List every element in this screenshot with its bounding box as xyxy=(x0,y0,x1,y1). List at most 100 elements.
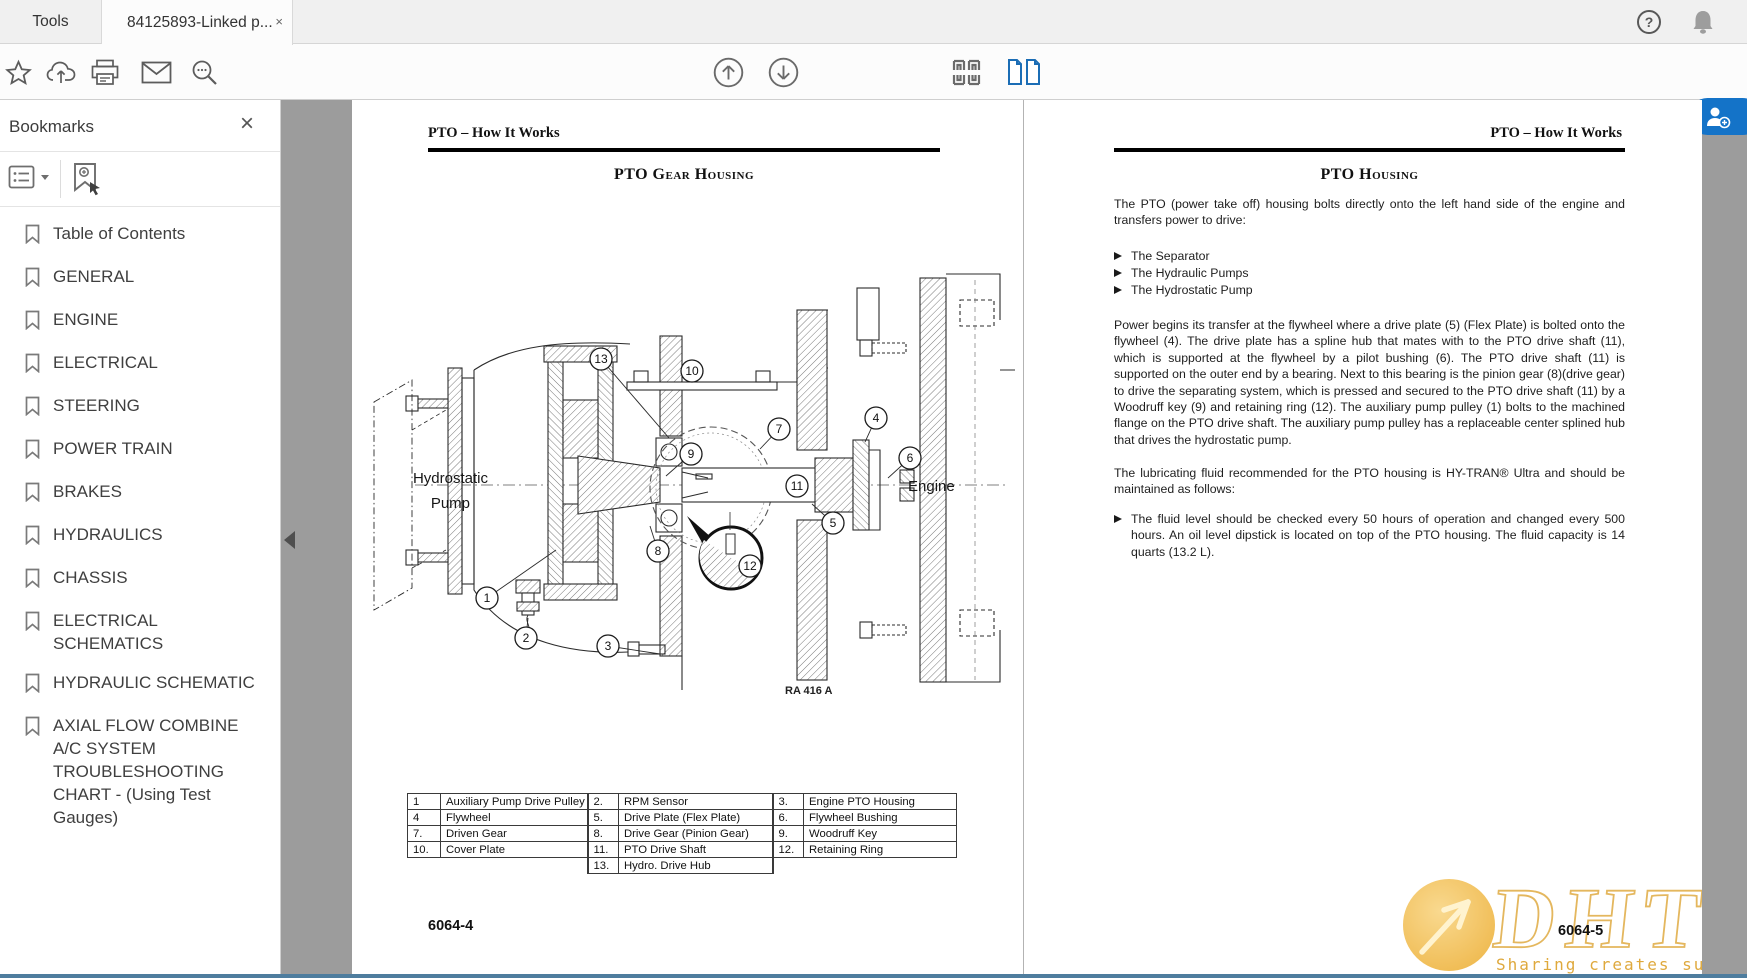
parts-table-cell: 3. xyxy=(773,794,804,810)
bookmark-item[interactable]: ELECTRICAL xyxy=(25,351,270,378)
callout-number: 7 xyxy=(776,422,783,436)
hydrostatic-pump-label-line1: Hydrostatic xyxy=(413,470,489,487)
bookmark-item[interactable]: HYDRAULICS xyxy=(25,523,270,550)
bookmark-item[interactable]: CHASSIS xyxy=(25,566,270,593)
bookmark-item[interactable]: GENERAL xyxy=(25,265,270,292)
bookmark-icon xyxy=(25,265,40,292)
callout-number: 8 xyxy=(655,544,662,558)
parts-table-cell: 11. xyxy=(588,842,619,858)
bookmark-icon xyxy=(25,609,40,655)
bookmark-label: Table of Contents xyxy=(53,222,185,249)
parts-table-cell: Retaining Ring xyxy=(804,842,957,858)
callout-number: 5 xyxy=(830,516,837,530)
bullet-list: The fluid level should be checked every … xyxy=(1114,511,1625,561)
bullet-text: The Hydraulic Pumps xyxy=(1131,265,1249,281)
help-icon[interactable]: ? xyxy=(1637,10,1661,34)
header-rule xyxy=(428,148,940,152)
two-page-view-icon[interactable] xyxy=(1004,44,1044,100)
add-bookmark-icon[interactable] xyxy=(72,162,102,201)
bookmark-icon xyxy=(25,308,40,335)
parts-table-cell: Drive Gear (Pinion Gear) xyxy=(619,826,773,842)
parts-table-cell: 4 xyxy=(408,810,441,826)
parts-table-cell: 12. xyxy=(773,842,804,858)
bookmarks-panel-header: Bookmarks × xyxy=(0,100,280,152)
callout-number: 3 xyxy=(605,639,612,653)
callout-number: 9 xyxy=(688,447,695,461)
parts-table-row: 7.Driven Gear8.Drive Gear (Pinion Gear)9… xyxy=(408,826,957,842)
figure-caption: RA 416 A xyxy=(785,685,833,697)
bookmark-icon xyxy=(25,222,40,249)
pto-gear-housing-diagram: 12345678910111213 Hydrostatic Pump Engin… xyxy=(360,250,1015,700)
bookmark-icon xyxy=(25,351,40,378)
bookmark-item[interactable]: ENGINE xyxy=(25,308,270,335)
parts-table-cell: Flywheel xyxy=(441,810,588,826)
bookmark-icon xyxy=(25,566,40,593)
bookmark-icon xyxy=(25,523,40,550)
parts-table-row: 10.Cover Plate11.PTO Drive Shaft12.Retai… xyxy=(408,842,957,858)
bookmark-item[interactable]: AXIAL FLOW COMBINE A/C SYSTEM TROUBLESHO… xyxy=(25,714,270,829)
organize-pages-icon[interactable] xyxy=(948,44,986,100)
bookmark-label: BRAKES xyxy=(53,480,122,507)
tab-document-label: 84125893-Linked p... xyxy=(127,14,273,32)
arrow-bullet-icon xyxy=(1114,252,1122,260)
email-icon[interactable] xyxy=(138,44,174,100)
parts-table-cell: Auxiliary Pump Drive Pulley xyxy=(441,794,588,810)
arrow-bullet-icon xyxy=(1114,269,1122,277)
bookmarks-close-icon[interactable]: × xyxy=(240,112,254,136)
parts-table-cell: 10. xyxy=(408,842,441,858)
printer-icon[interactable] xyxy=(88,44,122,100)
bookmark-label: AXIAL FLOW COMBINE A/C SYSTEM TROUBLESHO… xyxy=(53,714,270,829)
bookmarks-toolbar xyxy=(0,152,280,207)
tab-tools[interactable]: Tools xyxy=(0,0,102,44)
paragraph: The lubricating fluid recommended for th… xyxy=(1114,465,1625,498)
page-left: PTO – How It Works PTO Gear Housing xyxy=(352,100,1023,974)
parts-table-cell: 13. xyxy=(588,858,619,874)
search-icon[interactable] xyxy=(186,44,222,100)
parts-table-cell: 1 xyxy=(408,794,441,810)
parts-legend-table: 1Auxiliary Pump Drive Pulley2.RPM Sensor… xyxy=(407,793,957,874)
next-page-icon[interactable] xyxy=(767,44,800,100)
arrow-bullet-icon xyxy=(1114,286,1122,294)
bookmark-label: HYDRAULIC SCHEMATIC xyxy=(53,671,255,698)
callout-number: 13 xyxy=(594,352,608,366)
bullet-item: The fluid level should be checked every … xyxy=(1114,511,1625,560)
callout-number: 10 xyxy=(685,364,699,378)
hydrostatic-pump-label-line2: Pump xyxy=(431,495,470,512)
bookmark-item[interactable]: POWER TRAIN xyxy=(25,437,270,464)
dht-watermark: DHT Sharing creates success xyxy=(1380,845,1702,974)
parts-table-cell: 9. xyxy=(773,826,804,842)
page-number-left: 6064-4 xyxy=(428,918,473,934)
bullet-item: The Hydraulic Pumps xyxy=(1114,265,1625,281)
watermark-text: DHT xyxy=(1489,870,1702,966)
bookmark-label: ELECTRICAL xyxy=(53,351,158,378)
bell-icon[interactable] xyxy=(1691,9,1715,35)
bookmark-item[interactable]: ELECTRICAL SCHEMATICS xyxy=(25,609,270,655)
cloud-upload-icon[interactable] xyxy=(44,44,78,100)
header-rule xyxy=(1114,148,1625,152)
bookmark-item[interactable]: STEERING xyxy=(25,394,270,421)
parts-table-cell: 2. xyxy=(588,794,619,810)
bookmark-options-icon[interactable] xyxy=(8,165,50,189)
parts-table-cell: Flywheel Bushing xyxy=(804,810,957,826)
paragraph: Power begins its transfer at the flywhee… xyxy=(1114,317,1625,448)
bookmark-label: ELECTRICAL SCHEMATICS xyxy=(53,609,270,655)
bookmark-icon xyxy=(25,394,40,421)
bookmark-label: POWER TRAIN xyxy=(53,437,173,464)
bookmark-item[interactable]: BRAKES xyxy=(25,480,270,507)
parts-table-cell: RPM Sensor xyxy=(619,794,773,810)
collapse-panel-icon[interactable] xyxy=(284,531,295,549)
toolbar-divider xyxy=(60,160,61,198)
parts-table-cell: PTO Drive Shaft xyxy=(619,842,773,858)
previous-page-icon[interactable] xyxy=(712,44,745,100)
bookmark-item[interactable]: HYDRAULIC SCHEMATIC xyxy=(25,671,270,698)
callout-number: 1 xyxy=(484,591,491,605)
star-icon[interactable] xyxy=(2,44,34,100)
tab-document[interactable]: 84125893-Linked p... × xyxy=(102,0,293,45)
callout-number: 4 xyxy=(873,411,880,425)
bookmark-icon xyxy=(25,671,40,698)
parts-table-cell: 5. xyxy=(588,810,619,826)
toolbar: / 2021 xyxy=(0,44,1747,100)
tab-close-icon[interactable]: × xyxy=(275,14,283,29)
bookmark-item[interactable]: Table of Contents xyxy=(25,222,270,249)
bookmarks-panel: Bookmarks × Table of ContentsGENERAL ENGI… xyxy=(0,100,281,974)
